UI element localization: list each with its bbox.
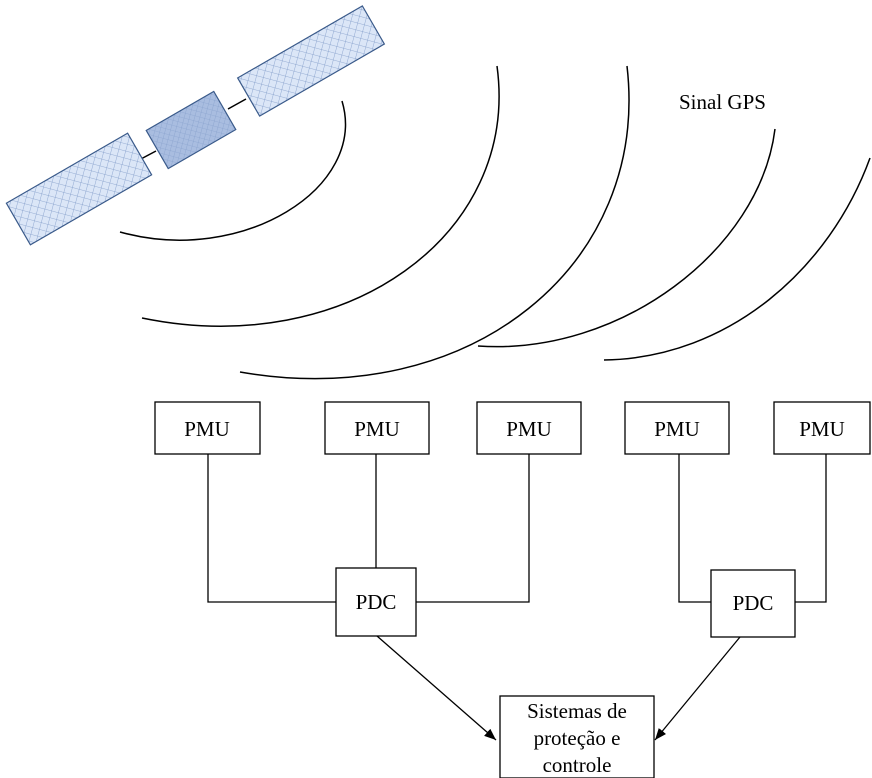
gps-wave-3 — [239, 65, 630, 380]
pmu-box: PMU — [773, 401, 871, 455]
pdc-box-2 — [710, 569, 796, 638]
gps-signal-waves — [119, 65, 871, 380]
satellite-strut-right — [227, 98, 247, 110]
pdc-box: PDC — [335, 567, 417, 637]
pmu-box-5 — [773, 401, 871, 455]
gps-wave-5 — [603, 157, 871, 361]
pmu-box-2 — [324, 401, 430, 455]
pmu-label-1: PMU — [184, 417, 230, 441]
pmu-box: PMU — [624, 401, 730, 455]
arrow-pdc1-system — [376, 635, 497, 741]
system-label-line-2: proteção e — [534, 726, 621, 750]
arrow-pdc2-system — [654, 636, 741, 741]
gps-wave-1 — [119, 100, 347, 241]
pdc-box-1 — [335, 567, 417, 637]
pmu-label-5: PMU — [799, 417, 845, 441]
satellite-body — [145, 90, 237, 170]
pmu-box: PMU — [476, 401, 582, 455]
link-pmu5-pdc2 — [795, 454, 827, 603]
pmu-label-4: PMU — [654, 417, 700, 441]
link-pmu4-pdc2 — [678, 454, 711, 603]
connection-lines — [207, 454, 827, 741]
pdc-box: PDC — [710, 569, 796, 638]
gps-signal-label: Sinal GPS — [679, 90, 766, 114]
pdc-label-2: PDC — [733, 591, 774, 615]
satellite-solar-panel-left — [5, 132, 153, 246]
pmu-box-1 — [154, 401, 261, 455]
pdc-label-1: PDC — [356, 590, 397, 614]
gps-wave-2 — [141, 65, 500, 327]
pmu-box-3 — [476, 401, 582, 455]
gps-wave-4 — [477, 128, 776, 348]
pmu-label-3: PMU — [506, 417, 552, 441]
pmu-box-4 — [624, 401, 730, 455]
pmu-box: PMU — [154, 401, 261, 455]
system-label-line-1: Sistemas de — [527, 699, 627, 723]
system-label-line-3: controle — [543, 753, 612, 777]
link-pmu3-pdc1 — [416, 454, 530, 603]
pmu-label-2: PMU — [354, 417, 400, 441]
pmu-box: PMU — [324, 401, 430, 455]
link-pmu1-pdc1 — [207, 454, 336, 603]
protection-control-system-box: Sistemas de proteção e controle — [499, 695, 655, 778]
system-box — [499, 695, 655, 778]
satellite-solar-panel-right — [236, 5, 386, 117]
satellite-icon — [5, 5, 386, 246]
